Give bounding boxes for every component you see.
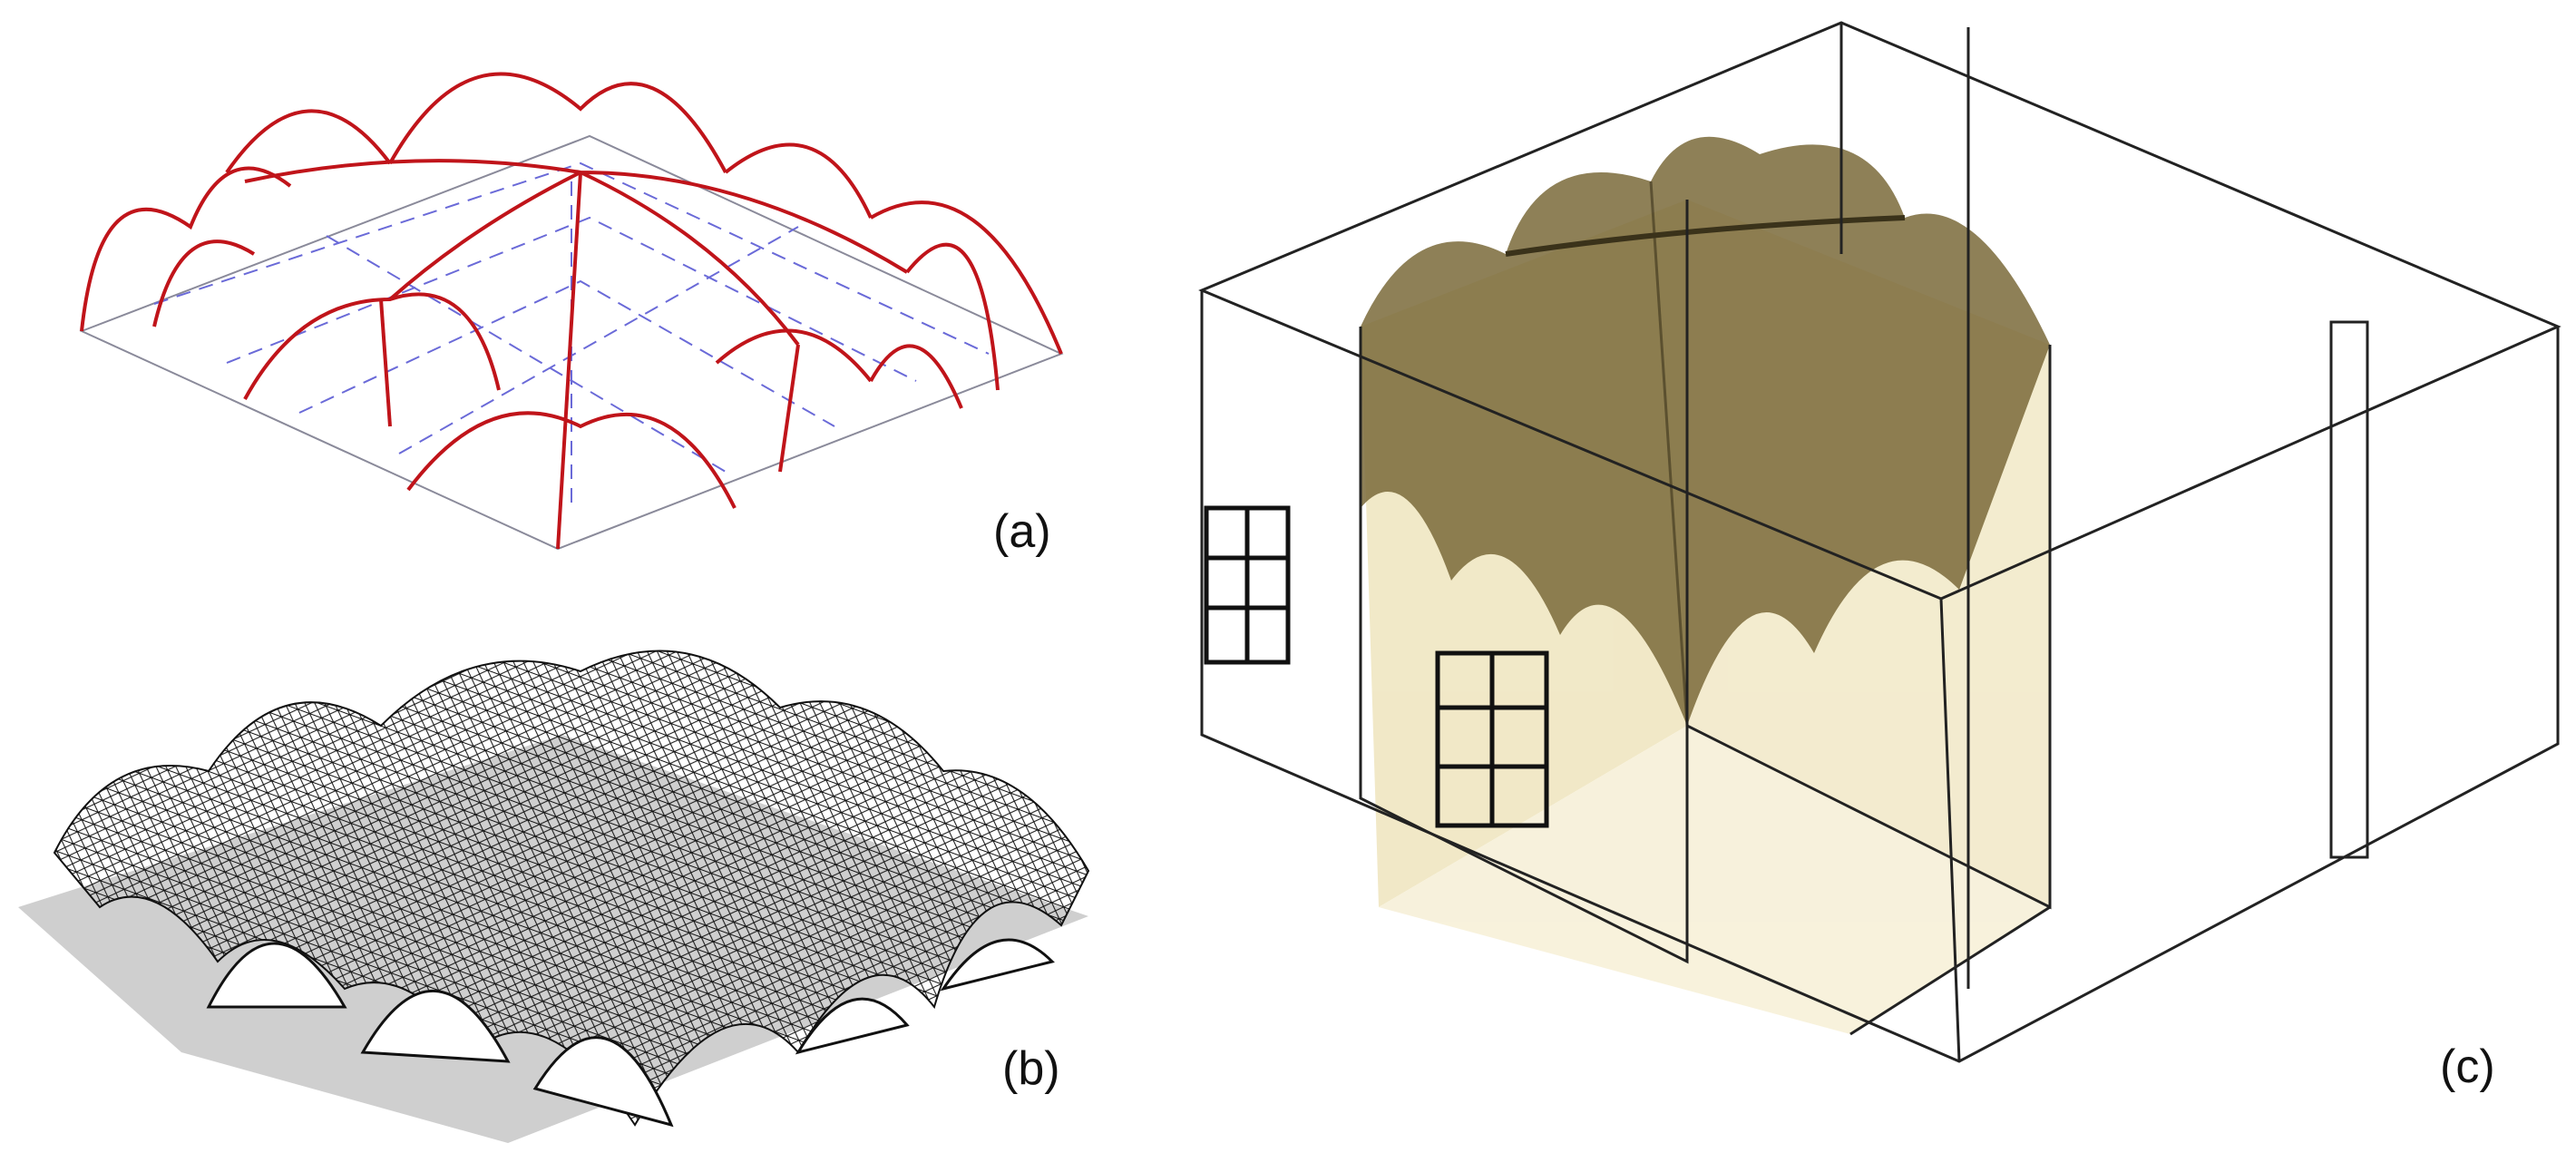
- vault-point-cloud: [1361, 136, 2050, 727]
- panel-b-label: (b): [1002, 1042, 1060, 1095]
- construction-guides: [153, 161, 990, 508]
- wireframe-vault-drawing: [79, 72, 1064, 551]
- building-frame: [1198, 21, 2561, 1063]
- arch-openings: [206, 938, 1055, 1128]
- mesh-surface: [53, 650, 1090, 1127]
- mesh-vault-drawing: [18, 650, 1090, 1143]
- vault-ribs: [80, 72, 1063, 550]
- panel-c-label: (c): [2440, 1041, 2495, 1093]
- panel-a-label: (a): [993, 505, 1051, 558]
- room-axonometric-drawing: [1198, 21, 2561, 1063]
- panel-a-wireframe-vault: (a): [0, 0, 1179, 581]
- panel-c-room-point-cloud: (c): [1179, 0, 2576, 1153]
- window: [1204, 505, 1549, 828]
- panel-b-mesh-vault: (b): [0, 581, 1179, 1153]
